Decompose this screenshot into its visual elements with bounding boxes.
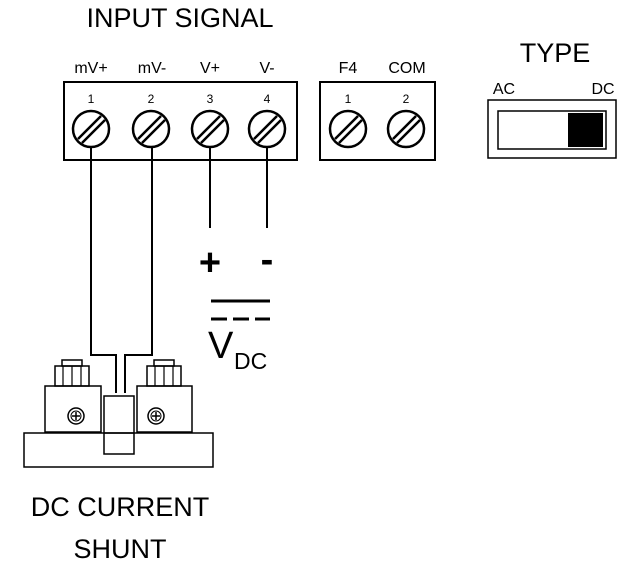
terminal-number-2: 2 (403, 92, 410, 106)
screw-icon[interactable] (247, 109, 287, 149)
shunt-caption-line1: DC CURRENT (31, 492, 210, 522)
dc-current-shunt (23, 359, 214, 468)
screw-icon[interactable] (328, 109, 368, 149)
terminal-label-mv-minus: mV- (138, 60, 166, 77)
screw-icon[interactable] (386, 109, 426, 149)
terminal-number-4: 4 (264, 92, 271, 106)
polarity-plus: + (199, 242, 221, 284)
type-switch-title: TYPE (520, 38, 591, 68)
bolt-icon (54, 359, 90, 387)
terminal-block-b: 1 2 (319, 81, 436, 161)
bolt-icon (146, 359, 182, 387)
terminal-label-f4: F4 (339, 60, 358, 77)
input-signal-title: INPUT SIGNAL (86, 3, 273, 33)
terminal-block-a: 1 2 3 4 (63, 81, 298, 161)
voltage-wires (209, 147, 268, 228)
screw-icon[interactable] (71, 109, 111, 149)
terminal-label-mv-plus: mV+ (74, 60, 107, 77)
polarity-minus: - (261, 239, 274, 281)
terminal-number-1: 1 (88, 92, 95, 106)
dc-symbol-icon (211, 299, 270, 321)
terminal-label-com: COM (388, 60, 425, 77)
phillips-screw-icon (67, 407, 85, 425)
terminal-number-3: 3 (207, 92, 214, 106)
screw-icon[interactable] (190, 109, 230, 149)
type-switch-dc-label: DC (591, 81, 614, 98)
terminal-label-v-plus: V+ (200, 60, 220, 77)
type-switch-ac-label: AC (493, 81, 515, 98)
switch-slider-knob[interactable] (568, 113, 603, 147)
type-slide-switch[interactable] (487, 99, 617, 159)
screw-icon[interactable] (131, 109, 171, 149)
terminal-number-2: 2 (148, 92, 155, 106)
terminal-label-v-minus: V- (259, 60, 274, 77)
vdc-subscript: DC (234, 348, 267, 374)
shunt-caption-line2: SHUNT (74, 534, 167, 564)
terminal-number-1: 1 (345, 92, 352, 106)
shunt-wires (90, 147, 153, 393)
vdc-symbol: V (208, 325, 234, 367)
phillips-screw-icon (147, 407, 165, 425)
